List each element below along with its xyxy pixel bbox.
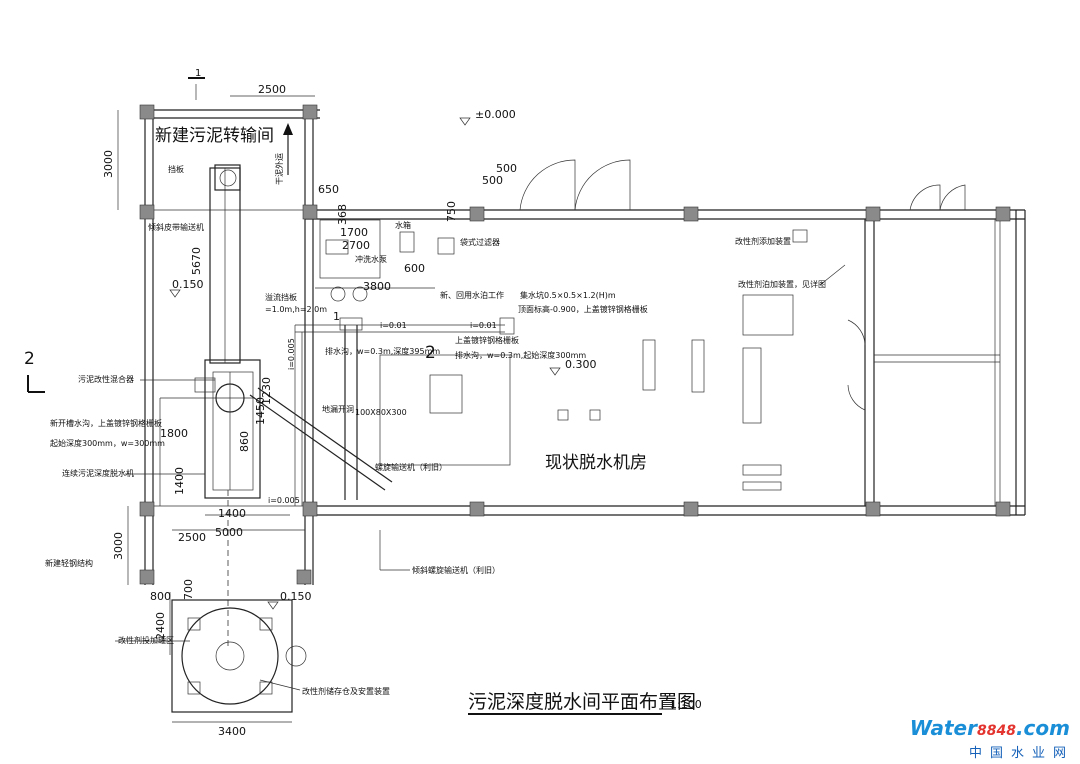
up-arrow-icon (283, 123, 293, 175)
slope-label: i=0.01 (380, 321, 407, 330)
cover-label: 顶面标高-0.900，上盖镀锌钢格栅板 (518, 304, 648, 314)
overflow-size-label: =1.0m,h=2.0m (265, 305, 327, 314)
new-reuse-label: 新、回用水泊工作 (440, 290, 504, 300)
screw-conveyor (249, 317, 393, 500)
slope3-label: i=0.005 (287, 338, 296, 370)
watermark-number: 8848 (976, 723, 1016, 739)
sludge-press-machine (194, 359, 261, 499)
dim-label: 800 (150, 590, 171, 603)
elevation-marker-icon (267, 601, 279, 610)
modifier-tank (171, 599, 307, 713)
dim-label: 2500 (258, 83, 286, 96)
slope2-label: i=0.01 (470, 321, 497, 330)
watermark-main: Water8848.com (910, 716, 1070, 740)
dim-label: 650 (318, 183, 339, 196)
grate-label: 上盖镀锌钢格栅板 (455, 335, 519, 345)
existing-room-walls (305, 159, 1026, 516)
wash-pump-label: 冲洗水泵 (355, 254, 387, 264)
dim-label: 750 (445, 201, 458, 222)
watermark-suffix: .com (1015, 716, 1070, 740)
new-pit-label: 新开槽水沟，上盖镀锌钢格栅板 (50, 418, 162, 428)
elevation-marker-icon (169, 289, 181, 298)
dim-label: 1 (333, 310, 340, 323)
dimension-lines (117, 84, 315, 723)
inclined-belt-conveyor (209, 164, 241, 364)
leader-lines (115, 264, 846, 691)
structure-label: 新建轻钢结构 (45, 558, 93, 568)
overflow-label: 溢流挡板 (265, 292, 297, 302)
drawing-scale: 1:100 (670, 698, 702, 711)
press-label: 连续污泥深度脱水机 (62, 468, 134, 478)
dim-label: 860 (238, 431, 251, 452)
slope4-label: i=0.005 (268, 496, 300, 505)
dim-label: 3000 (102, 150, 115, 178)
dosing-label: 改性剂添加装置 (735, 236, 791, 246)
dim-label: 1800 (160, 427, 188, 440)
dim-label: 700 (182, 579, 195, 600)
dim-label: 2700 (342, 239, 370, 252)
dim-label: 368 (336, 204, 349, 225)
elevation-label: 0.300 (565, 358, 597, 371)
dim-label: 3400 (218, 725, 246, 738)
to-outside-label: 干泥外运 (274, 153, 284, 185)
dim-label: 3800 (363, 280, 391, 293)
elevation-marker-icon (549, 367, 561, 376)
drainage-trenches (294, 317, 515, 506)
collect-pit-label: 集水坑0.5×0.5×1.2(H)m (520, 290, 616, 300)
existing-equipment (557, 229, 808, 491)
spiral-label: 螺旋输送机（利旧） (375, 462, 447, 472)
floor-drain-label: 地漏开洞 (322, 404, 354, 414)
baffle-label: 挡板 (168, 164, 184, 174)
section-mark-2b: 2 (425, 343, 436, 363)
section-mark-2: 2 (24, 349, 35, 369)
dim-label: 2400 (154, 612, 167, 640)
dim-label: 1450 (254, 397, 267, 425)
structural-columns (139, 104, 1011, 585)
trench2-label: 排水沟，w=0.3m,起始深度300mm (455, 350, 586, 360)
elevation-marker-icon (459, 117, 471, 126)
watermark-word: Water (909, 716, 977, 740)
inclined-belt-label: 倾斜皮带输送机 (148, 222, 204, 232)
dim-label: 500 (496, 162, 517, 175)
dim-label: 500 (482, 174, 503, 187)
dim-label: 1400 (173, 467, 186, 495)
modifier-label: 改性剂投加罐区 (118, 635, 174, 645)
dosing-note-label: 改性剂泊加装置，见详图 (738, 279, 826, 289)
drawing-title: 污泥深度脱水间平面布置图 (468, 691, 696, 713)
dim-label: 3000 (112, 532, 125, 560)
dim-label: 1700 (340, 226, 368, 239)
dim-label: 1230 (260, 377, 273, 405)
floor-drain-size-label: 100X80X300 (355, 408, 407, 417)
bag-filter-label: 袋式过滤器 (460, 237, 500, 247)
section-mark-1: 1 (195, 68, 201, 79)
trench-label: 排水沟，w=0.3m,深度395mm (325, 346, 440, 356)
new-room-label: 新建污泥转输间 (155, 126, 274, 146)
water-tank-area (315, 219, 455, 302)
pit-depth-label: 起始深度300mm，w=300mm (50, 438, 165, 448)
dim-label: 600 (404, 262, 425, 275)
dim-label: 5670 (190, 247, 203, 275)
elevation-label: 0.150 (280, 590, 312, 603)
dim-label: 1400 (218, 507, 246, 520)
dim-label: 2500 (178, 531, 206, 544)
existing-room-label: 现状脱水机房 (545, 453, 647, 473)
spiral2-label: 倾斜螺旋输送机（利旧） (412, 565, 500, 575)
water-tank-label: 水箱 (395, 220, 411, 230)
watermark-sub: 中国水业网 (968, 746, 1074, 761)
section-marker-2 (27, 375, 45, 393)
sludge-mixer-label: 污泥改性混合器 (78, 374, 134, 384)
watermark-logo: Water8848.com 中国水业网 (910, 716, 1080, 764)
modifier-store-label: 改性剂储存仓及安置装置 (302, 686, 390, 696)
elevation-label: ±0.000 (475, 108, 516, 121)
dim-label: 5000 (215, 526, 243, 539)
elevation-label: 0.150 (172, 278, 204, 291)
